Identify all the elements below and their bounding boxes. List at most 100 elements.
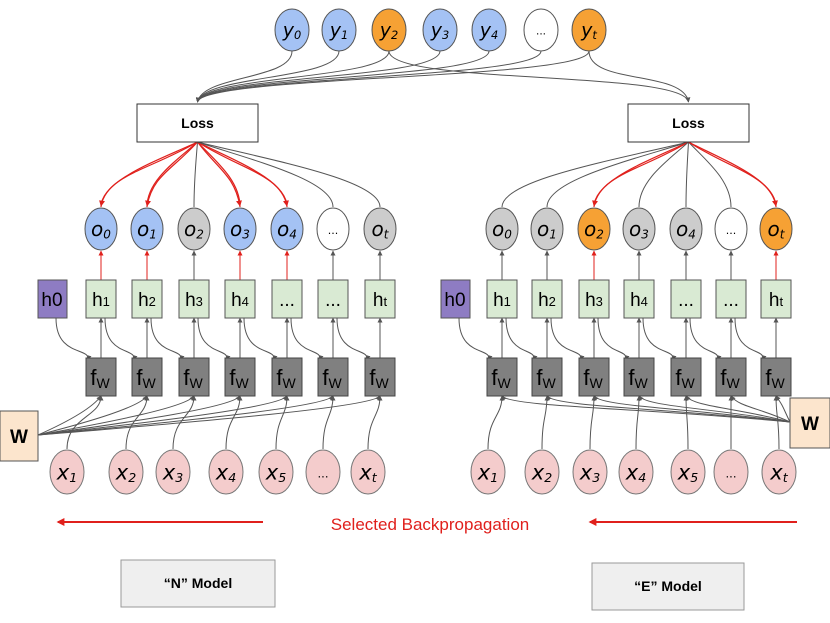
n-cell-rect (224, 357, 256, 397)
e-output-label: o1 (537, 217, 557, 241)
target-node-y4: y4 (471, 8, 507, 52)
labels-layer: Selected Backpropagation “N” Model “E” M… (56, 515, 797, 611)
e-input-label-sub: 3 (592, 470, 600, 485)
n-input-label-sub: 3 (175, 470, 183, 485)
e-cell-rect (760, 357, 792, 397)
e-output-shape (714, 207, 748, 251)
n-input-node-xt: xt (350, 449, 386, 495)
n-backprop-edge (197, 141, 289, 207)
n-hidden-label: ht (373, 290, 388, 311)
e-hidden-label: h3 (585, 290, 603, 311)
n-output-label: ... (328, 224, 339, 237)
n-hidden-node-h4: h4 (224, 279, 256, 319)
e-hidden-rect (760, 279, 792, 319)
target-node-y0: y0 (274, 8, 310, 52)
target-label-sub: 0 (294, 28, 301, 42)
n-x-to-f-edge (322, 395, 336, 450)
target-node-shape (321, 8, 357, 52)
e-output-node-o0: o0 (485, 207, 519, 251)
n-loss-to-o-edge (197, 141, 381, 208)
n-input-label-main: x (358, 460, 372, 484)
e-cell-sub: W (497, 375, 511, 391)
n-output-shape (84, 207, 118, 251)
e-input-label: x1 (477, 460, 498, 485)
e-cell-label: fW (536, 365, 556, 391)
n-weight-node: W (0, 410, 39, 462)
e-output-label-main: o (629, 217, 641, 241)
n-hidden-node-hellipsis: ... (271, 279, 303, 319)
n-input-label-main: x (215, 460, 229, 484)
n-output-label: o3 (230, 217, 250, 241)
e-loss-label: Loss (672, 115, 705, 131)
n-cell-sub: W (235, 375, 249, 391)
n-input-label-main: x (56, 460, 70, 484)
n-output-label-main: o (91, 217, 103, 241)
target-label-sub: 3 (442, 28, 449, 42)
target-label-sub: 2 (391, 28, 398, 42)
n-hidden-sub: 2 (149, 294, 156, 309)
e-input-shape (761, 449, 797, 495)
n-recurrent-edge (55, 317, 92, 361)
edges-layer (37, 50, 791, 450)
n-cell-sub: W (282, 375, 296, 391)
n-recurrent-edge (243, 317, 278, 361)
e-cell-main: f (536, 365, 543, 390)
y-to-e-loss-edge (588, 50, 691, 103)
e-hidden-rect (578, 279, 610, 319)
n-hidden-node-h3: h3 (178, 279, 210, 319)
e-input-label-main: x (677, 460, 691, 484)
e-output-label-main: o (768, 217, 780, 241)
e-recurrent-edge (458, 317, 493, 361)
n-hidden-rect (271, 279, 303, 319)
e-hidden-label: h1 (493, 290, 511, 311)
n-output-shape (130, 207, 164, 251)
target-label-main: y (580, 20, 593, 42)
target-node-shape (571, 8, 607, 52)
n-output-label-main: o (184, 217, 196, 241)
n-input-label: x5 (265, 460, 286, 485)
e-cell-main: f (720, 365, 727, 390)
e-input-label-main: x (579, 460, 593, 484)
e-input-node-x1: x1 (470, 449, 506, 495)
n-hidden-sub: 4 (242, 294, 249, 309)
e-output-label: ot (768, 217, 786, 241)
e-input-label: x4 (625, 460, 646, 485)
e-cell-rect (531, 357, 563, 397)
e-output-label: o3 (629, 217, 649, 241)
n-weight-edge (37, 395, 148, 436)
e-weight-edge (638, 395, 791, 423)
e-loss-to-o-edge (593, 141, 689, 208)
e-cell-sub: W (542, 375, 556, 391)
e-hidden-main: h (493, 290, 504, 311)
n-output-node-o4: o4 (270, 207, 304, 251)
n-x-to-f-edge (172, 395, 197, 450)
n-cell-rect (364, 357, 396, 397)
n-cell-sub: W (375, 375, 389, 391)
target-label: y1 (329, 20, 349, 42)
n-input-node-x5: x5 (258, 449, 294, 495)
n-output-node-o0: o0 (84, 207, 118, 251)
n-cell-label: fW (229, 365, 249, 391)
n-input-label: x3 (162, 460, 183, 485)
e-input-label-main: x (769, 460, 783, 484)
n-hidden-rect (224, 279, 256, 319)
n-backprop-edge (99, 141, 198, 207)
n-input-label: x4 (215, 460, 236, 485)
n-cell-node: fW (85, 357, 117, 397)
n-hidden-label: h4 (231, 290, 249, 311)
n-hidden-rect (178, 279, 210, 319)
e-x-to-f-edge (487, 395, 505, 450)
n-h0-label: h0 (41, 290, 62, 311)
n-output-shape (177, 207, 211, 251)
n-output-label-sub: 4 (289, 227, 297, 241)
n-hidden-node-ht: ht (364, 279, 396, 319)
e-output-shape (577, 207, 611, 251)
e-cell-main: f (628, 365, 635, 390)
e-input-label: x3 (579, 460, 600, 485)
target-label-sub: 1 (341, 28, 348, 42)
e-input-node-x2: x2 (524, 449, 560, 495)
y-to-n-loss-edge (195, 50, 340, 103)
e-input-label-sub: t (783, 470, 789, 485)
